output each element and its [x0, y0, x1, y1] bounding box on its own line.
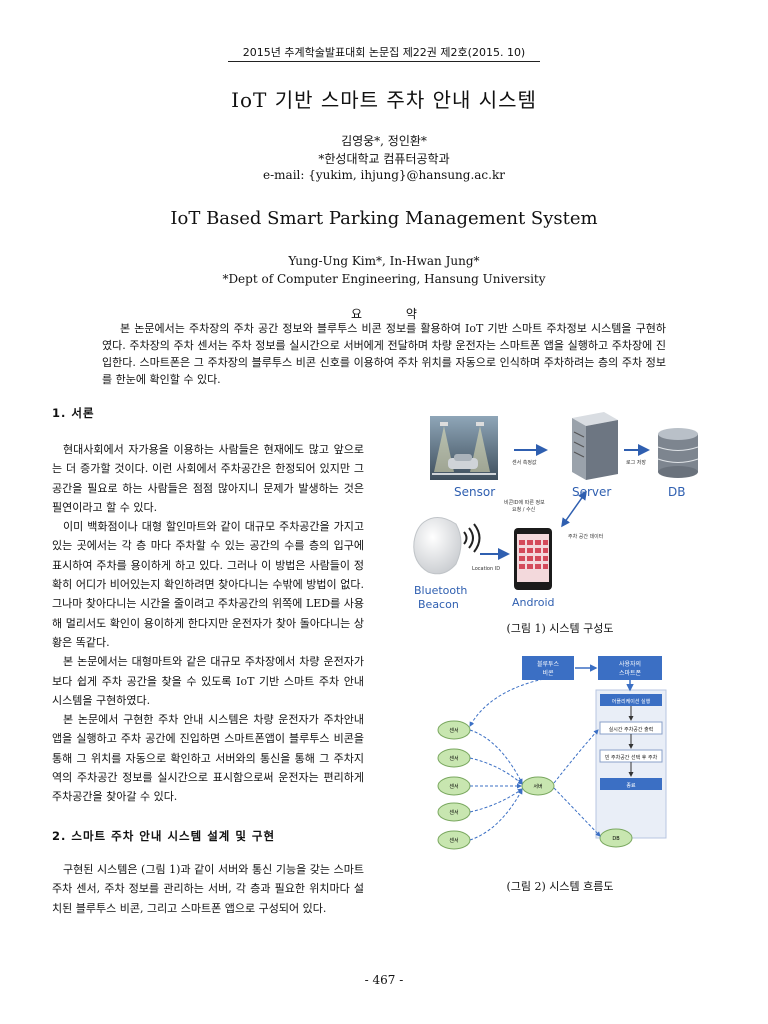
flow-step4-label: 종료: [626, 783, 636, 789]
flow-step2-label: 실시간 주차공간 출력: [609, 726, 654, 733]
section1-paragraph: 본 논문에서는 대형마트와 같은 대규모 주차장에서 차량 운전자가 보다 쉽게…: [52, 655, 364, 707]
running-header: 2015년 추계학술발표대회 논문집 제22권 제2호(2015. 10): [242, 46, 526, 59]
authors-korean: 김영웅*, 정인환*: [341, 134, 427, 148]
parking-sensor-image: [430, 416, 498, 480]
section1-paragraph: 본 논문에서 구현한 주차 안내 시스템은 차량 운전자가 주차안내 앱을 실행…: [52, 713, 364, 804]
paper-title-english: IoT Based Smart Parking Management Syste…: [170, 208, 598, 229]
section2-body: 구현된 시스템은 (그림 1)과 같이 서버와 통신 기능을 갖는 스마트 주차…: [52, 860, 364, 918]
flow-beacon-box: [522, 656, 574, 680]
flow-phone-line1: 사용자의: [619, 660, 641, 668]
author-email: e-mail: {yukim, ihjung}@hansung.ac.kr: [263, 168, 505, 182]
affiliation-english: *Dept of Computer Engineering, Hansung U…: [222, 272, 546, 286]
android-label: Android: [512, 596, 555, 609]
sensor-measure-label: 센서 측정값: [512, 459, 537, 466]
database-icon: [657, 428, 699, 478]
header-rule: [228, 61, 540, 62]
figure2-flowchart: 블루투스 비콘 사용자의 스마트폰 어플리케이션 실행 실시간 주차공간 출력 …: [437, 656, 667, 850]
flow-step-app-run: [600, 694, 662, 706]
bluetooth-beacon-image: [413, 517, 481, 575]
section1-body: 현대사회에서 자가용을 이용하는 사람들은 현재에도 많고 앞으로는 더 증가할…: [52, 440, 364, 807]
page-number: - 467 -: [364, 973, 404, 987]
flow-phone-box: [598, 656, 662, 680]
server-icon: [572, 412, 618, 480]
section1-heading: 1. 서론: [52, 406, 95, 420]
abstract-heading: 요 약: [351, 307, 417, 321]
figure2-caption: (그림 2) 시스템 흐름도: [506, 880, 614, 893]
figure1-system-diagram: Sensor 센서 측정값 Server 로그 저장 DB 비콘ID에 따른 정…: [413, 412, 699, 611]
beacon-label-line2: Beacon: [418, 598, 459, 611]
paper-title-korean: IoT 기반 스마트 주차 안내 시스템: [231, 88, 537, 112]
flow-beacon-line2: 비콘: [542, 669, 554, 677]
section1-paragraph: 현대사회에서 자가용을 이용하는 사람들은 현재에도 많고 앞으로는 더 증가할…: [52, 443, 364, 514]
flow-db-node: [599, 828, 633, 848]
flow-connectors: [469, 677, 601, 841]
authors-english: Yung-Ung Kim*, In-Hwan Jung*: [288, 254, 480, 268]
flow-sensor-label: 센서: [449, 809, 458, 816]
figure1-caption: (그림 1) 시스템 구성도: [506, 622, 614, 635]
log-store-label: 로그 저장: [626, 459, 646, 466]
abstract-body: 본 논문에서는 주차장의 주차 공간 정보와 블루투스 비콘 정보를 활용하여 …: [102, 322, 666, 386]
section1-paragraph: 이미 백화점이나 대형 할인마트와 같이 대규모 주차공간을 가지고 있는 곳에…: [52, 520, 364, 649]
server-label: Server: [572, 485, 611, 499]
flow-sensor-label: 센서: [449, 755, 458, 762]
flow-step1-label: 어플리케이션 실행: [612, 698, 651, 705]
flow-step-end: [600, 778, 662, 790]
flow-phone-line2: 스마트폰: [619, 669, 642, 677]
flow-step3-label: 빈 주차공간 선택 후 주차: [605, 754, 658, 761]
db-label: DB: [668, 485, 685, 499]
request-label-line1: 비콘ID에 따른 정보: [504, 499, 545, 506]
flow-db-label: DB: [612, 836, 620, 842]
location-id-label: Location ID: [472, 566, 500, 572]
parking-data-label: 주차 공간 데이터: [568, 533, 603, 540]
arrow-server-android: [561, 490, 587, 528]
affiliation-korean: *한성대학교 컴퓨터공학과: [318, 152, 450, 166]
sensor-label: Sensor: [454, 485, 495, 499]
flow-sensor-label: 센서: [449, 837, 458, 844]
flow-sensor-nodes: 센서 센서 센서 센서 센서: [437, 720, 471, 850]
flow-sensor-label: 센서: [449, 783, 458, 790]
flow-beacon-line1: 블루투스: [537, 661, 560, 668]
request-label-line2: 요청 / 수신: [512, 506, 536, 513]
section2-paragraph: 구현된 시스템은 (그림 1)과 같이 서버와 통신 기능을 갖는 스마트 주차…: [52, 863, 364, 915]
android-phone-icon: [514, 528, 552, 590]
beacon-label-line1: Bluetooth: [414, 584, 467, 597]
flow-server-label: 서버: [533, 783, 542, 790]
flow-sensor-label: 센서: [449, 727, 458, 734]
section2-heading: 2. 스마트 주차 안내 시스템 설계 및 구현: [52, 829, 276, 843]
flow-server-node: [521, 776, 555, 796]
